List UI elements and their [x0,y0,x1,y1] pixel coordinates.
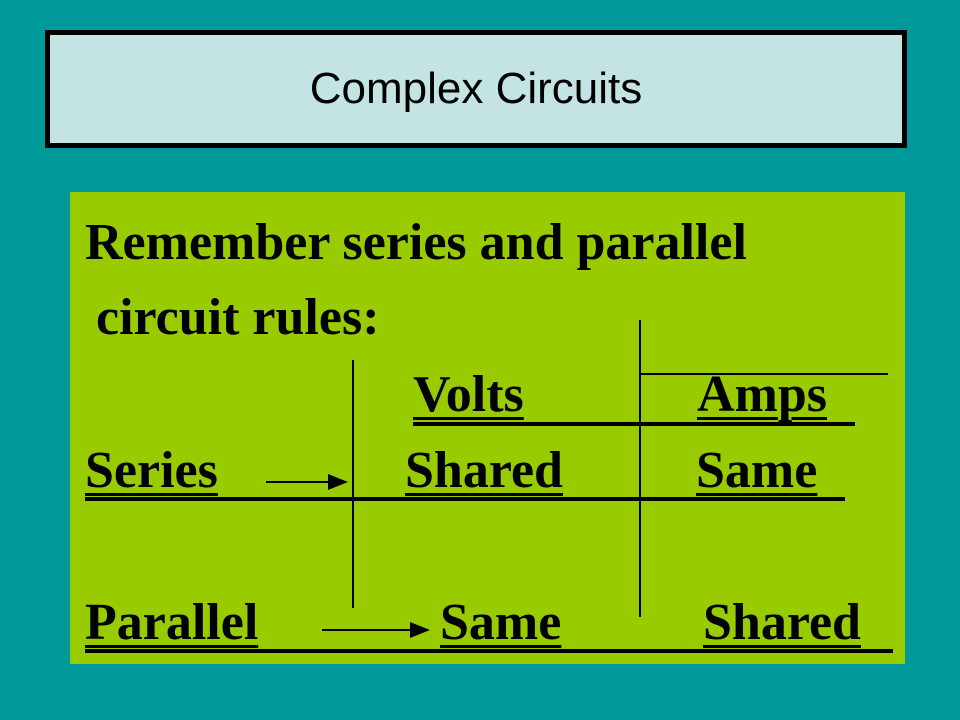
row-parallel-label: Parallel [85,594,259,651]
header-volts: Volts [413,366,524,423]
row-series-volts: Shared [405,442,563,499]
header-underline [413,422,855,426]
row-parallel-volts: Same [440,594,562,651]
intro-line-2: circuit rules: [96,289,380,346]
vertical-divider-2 [639,320,641,617]
content-panel [70,192,905,664]
vertical-divider-1 [352,360,354,608]
slide-title: Complex Circuits [309,64,643,113]
row-series-amps: Same [696,442,818,499]
header-amps: Amps [697,366,828,423]
series-row-underline [85,497,845,501]
row-parallel-amps: Shared [703,594,861,651]
horizontal-rule [640,373,888,375]
row-series-label: Series [85,442,218,499]
intro-line-1: Remember series and parallel [85,214,747,271]
title-box: Complex Circuits [45,30,907,148]
parallel-row-underline [85,649,893,653]
